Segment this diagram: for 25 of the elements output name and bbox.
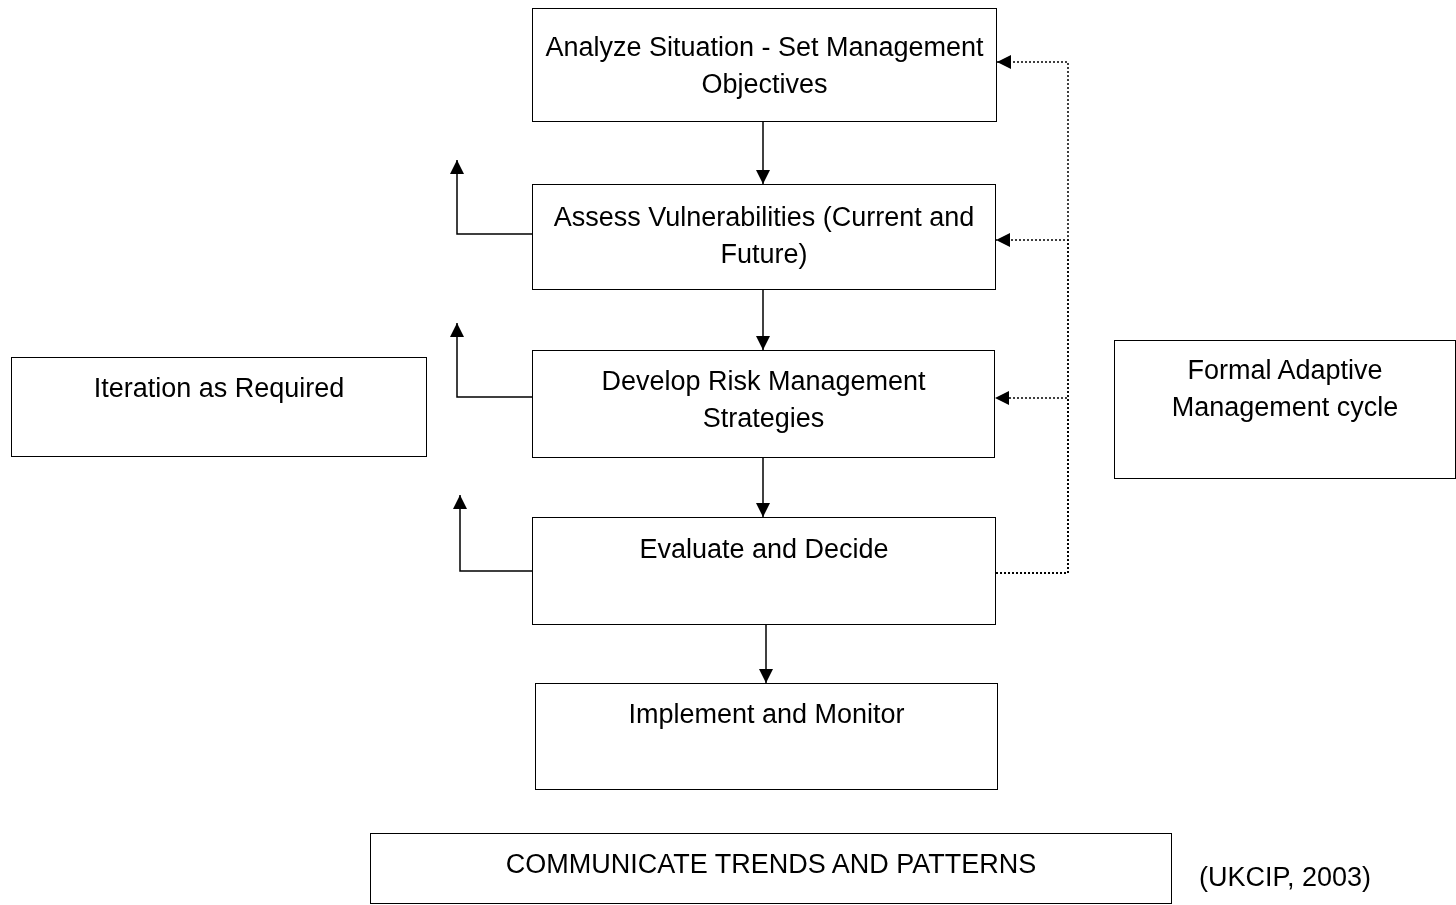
box-label: Assess Vulnerabilities (Current and Future) xyxy=(552,201,976,271)
arrow xyxy=(450,159,533,235)
process-box xyxy=(11,357,427,457)
box-label: Analyze Situation - Set Management Objectives xyxy=(544,31,985,101)
box-label: Implement and Monitor xyxy=(628,698,905,731)
box-label: Develop Risk Management Strategies xyxy=(600,365,927,435)
process-box xyxy=(532,350,995,458)
process-box xyxy=(1114,340,1456,479)
arrow xyxy=(759,624,773,684)
arrow xyxy=(756,121,770,185)
arrow xyxy=(994,391,1069,574)
process-box xyxy=(532,517,996,625)
box-label: Evaluate and Decide xyxy=(639,533,889,566)
arrow xyxy=(450,322,533,398)
process-box xyxy=(370,833,1172,904)
arrow xyxy=(756,457,770,518)
arrow xyxy=(756,289,770,351)
box-label: Iteration as Required xyxy=(93,372,345,405)
box-label: COMMUNICATE TRENDS AND PATTERNS xyxy=(505,848,1037,881)
process-box xyxy=(532,184,996,290)
process-box xyxy=(535,683,998,790)
citation: (UKCIP, 2003) xyxy=(1199,862,1372,893)
process-box xyxy=(532,8,997,122)
arrow xyxy=(453,494,533,572)
box-label: Formal Adaptive Management cycle xyxy=(1170,354,1400,424)
